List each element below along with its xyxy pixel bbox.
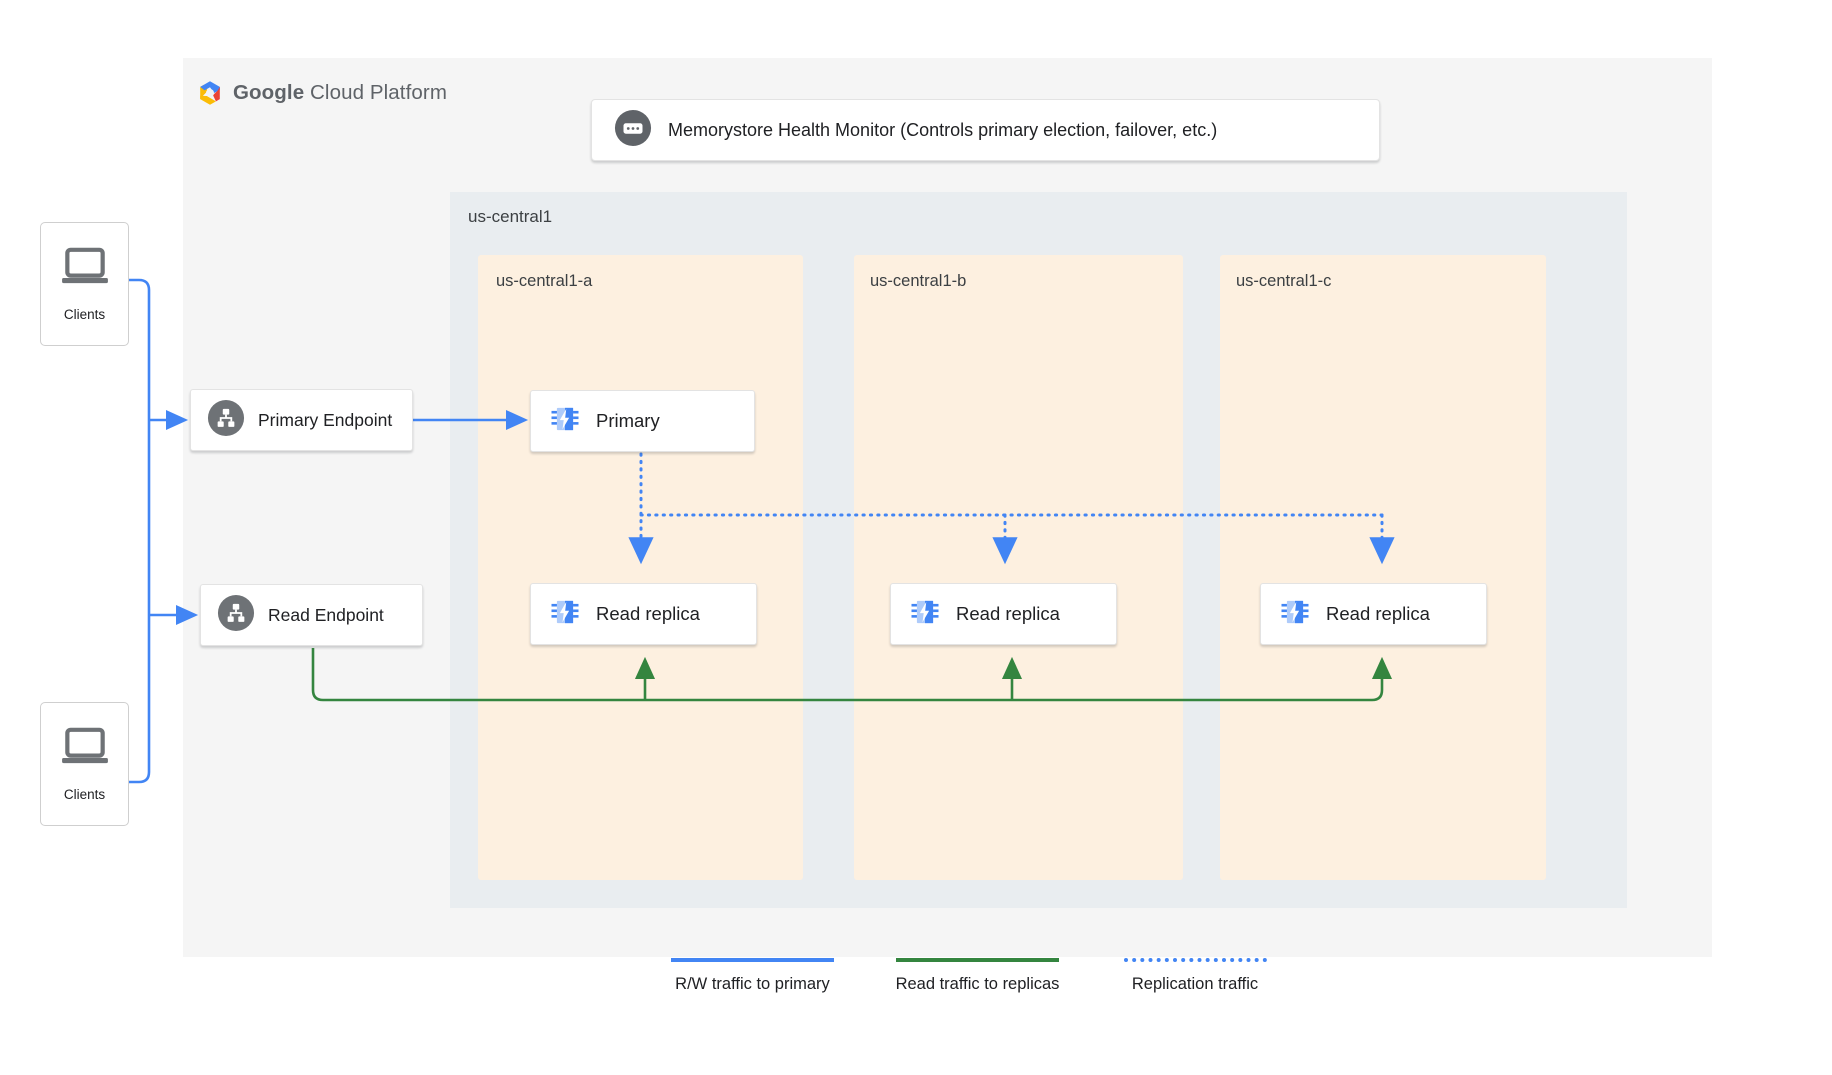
clients-label: Clients bbox=[63, 787, 106, 802]
zone-label-b: us-central1-b bbox=[870, 272, 967, 290]
network-hierarchy-icon bbox=[207, 399, 245, 442]
memorystore-read-replica-label: Read replica bbox=[1326, 603, 1430, 624]
legend-item-replication-traffic: Replication traffic bbox=[1090, 958, 1300, 1018]
health-monitor-dots-icon bbox=[614, 109, 652, 152]
region-label: us-central1 bbox=[468, 207, 553, 226]
read-endpoint-card[interactable]: Read Endpoint bbox=[200, 584, 423, 646]
memorystore-chip-icon bbox=[547, 401, 583, 442]
clients-label: Clients bbox=[63, 307, 106, 322]
clients-box-top[interactable]: Clients bbox=[40, 222, 129, 346]
laptop-icon bbox=[58, 246, 112, 293]
platform-title-light: Cloud Platform bbox=[304, 81, 447, 104]
legend-item-read-traffic: Read traffic to replicas bbox=[865, 958, 1090, 1018]
legend: R/W traffic to primary Read traffic to r… bbox=[640, 958, 1300, 1018]
clients-box-bottom[interactable]: Clients bbox=[40, 702, 129, 826]
zone-label-c: us-central1-c bbox=[1236, 272, 1332, 290]
google-cloud-platform-branding: Google Cloud Platform bbox=[196, 76, 456, 110]
memorystore-primary-label: Primary bbox=[596, 410, 660, 431]
legend-label-rw-traffic: R/W traffic to primary bbox=[675, 975, 830, 993]
memorystore-chip-icon bbox=[1277, 594, 1313, 635]
zone-container-us-central1-a bbox=[478, 255, 803, 880]
memorystore-read-replica-card-c[interactable]: Read replica bbox=[1260, 583, 1487, 645]
zone-label-a: us-central1-a bbox=[496, 272, 593, 290]
network-hierarchy-icon bbox=[217, 594, 255, 637]
memorystore-read-replica-card-b[interactable]: Read replica bbox=[890, 583, 1117, 645]
client-blue-bus bbox=[129, 278, 151, 784]
legend-label-replication-traffic: Replication traffic bbox=[1131, 975, 1259, 993]
memorystore-read-replica-label: Read replica bbox=[596, 603, 700, 624]
memorystore-chip-icon bbox=[547, 594, 583, 635]
laptop-icon bbox=[58, 726, 112, 773]
health-monitor-card[interactable]: Memorystore Health Monitor (Controls pri… bbox=[591, 99, 1380, 161]
memorystore-read-replica-label: Read replica bbox=[956, 603, 1060, 624]
memorystore-primary-card[interactable]: Primary bbox=[530, 390, 755, 452]
platform-title: Google Cloud Platform bbox=[233, 81, 447, 105]
memorystore-chip-icon bbox=[907, 594, 943, 635]
zone-container-us-central1-c bbox=[1220, 255, 1546, 880]
zone-container-us-central1-b bbox=[854, 255, 1183, 880]
primary-endpoint-label: Primary Endpoint bbox=[258, 409, 393, 430]
read-endpoint-label: Read Endpoint bbox=[268, 604, 384, 625]
legend-swatch-blue-dotted bbox=[1123, 958, 1267, 962]
primary-endpoint-card[interactable]: Primary Endpoint bbox=[190, 389, 413, 451]
platform-title-bold: Google bbox=[233, 81, 305, 104]
health-monitor-label: Memorystore Health Monitor (Controls pri… bbox=[668, 119, 1218, 140]
legend-label-read-traffic: Read traffic to replicas bbox=[895, 975, 1060, 993]
google-cloud-hexagon-logo-icon bbox=[196, 79, 224, 107]
legend-swatch-green-solid bbox=[896, 958, 1059, 962]
legend-item-rw-traffic: R/W traffic to primary bbox=[640, 958, 865, 1018]
memorystore-read-replica-card-a[interactable]: Read replica bbox=[530, 583, 757, 645]
legend-swatch-blue-solid bbox=[671, 958, 834, 962]
